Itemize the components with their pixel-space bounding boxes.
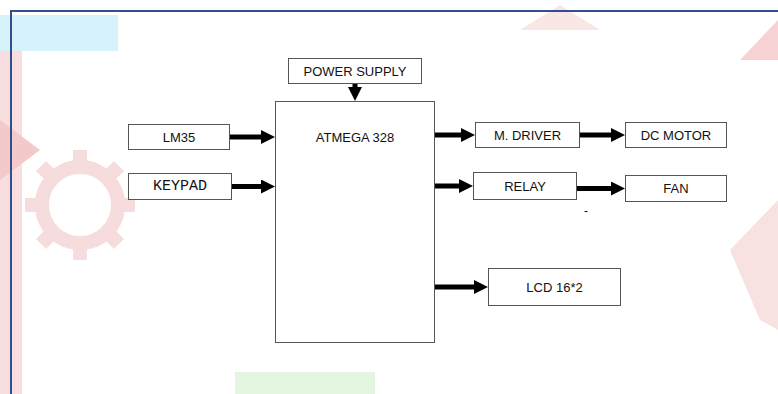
signal-arrow <box>580 133 611 138</box>
green-band <box>235 372 375 394</box>
gear-watermark <box>25 150 135 260</box>
frame-line <box>10 10 12 394</box>
red-triangle <box>0 120 40 180</box>
block-label: LCD 16*2 <box>526 280 582 295</box>
signal-arrow <box>232 184 261 189</box>
frame-line <box>10 10 778 12</box>
block-box: RELAY <box>473 172 577 200</box>
signal-arrow <box>577 186 611 191</box>
stray-mark: - <box>584 204 588 218</box>
block-label: M. DRIVER <box>494 128 561 143</box>
block-box: FAN <box>625 175 727 202</box>
signal-arrow <box>435 133 461 138</box>
block-box: LM35 <box>128 124 230 150</box>
red-shape <box>730 200 778 330</box>
block-label: ATMEGA 328 <box>316 130 395 145</box>
block-label: POWER SUPPLY <box>303 64 406 79</box>
block-box: POWER SUPPLY <box>288 58 422 84</box>
block-box: KEYPAD <box>128 173 232 200</box>
signal-arrow <box>230 135 261 140</box>
microcontroller-box: ATMEGA 328 <box>275 101 435 343</box>
signal-arrow <box>435 184 459 189</box>
red-triangle <box>520 5 600 30</box>
red-triangle <box>740 20 778 60</box>
signal-arrow <box>353 84 358 87</box>
block-box: DC MOTOR <box>625 122 727 148</box>
block-box: LCD 16*2 <box>488 268 621 306</box>
block-label: KEYPAD <box>153 178 207 195</box>
block-label: DC MOTOR <box>641 128 712 143</box>
block-label: LM35 <box>163 130 196 145</box>
block-label: FAN <box>663 181 688 196</box>
cyan-band <box>0 15 118 51</box>
block-label: RELAY <box>504 179 546 194</box>
signal-arrow <box>435 285 474 290</box>
block-box: M. DRIVER <box>475 122 580 148</box>
